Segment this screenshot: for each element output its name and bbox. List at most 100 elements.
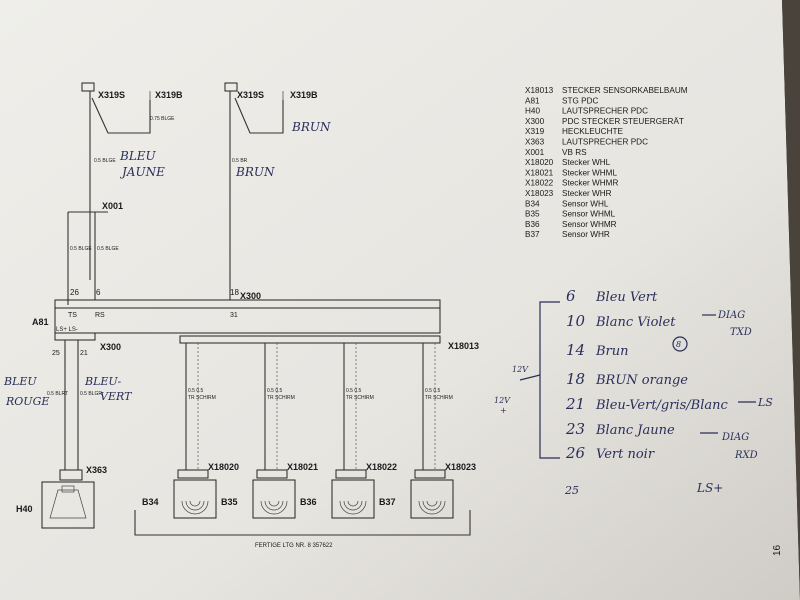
wire-05-blgr: 0.5 BLGR [80,391,102,397]
sensor-wave-icon [181,500,209,515]
ink-circle-mark [672,336,688,352]
legend-code: X18023 [525,189,554,198]
x300-bottom-label: X300 [100,342,121,352]
legend-code: X18013 [525,86,554,95]
note-ls-minus: LS [757,396,773,409]
legend-desc: VB RS [562,148,587,157]
legend-code: A81 [525,96,540,105]
fertige-label: FERTIGE LTG NR. 8 357622 [255,543,333,549]
x18013-label: X18013 [448,341,479,351]
legend-desc: PDC STECKER STEUERGERÄT [562,116,684,126]
sensor-label: B35 [221,497,238,507]
h40-label: H40 [16,504,33,514]
pin-description: BRUN orange [595,373,688,388]
legend: X18013 STECKER SENSORKABELBAUM A81 STG PDC H… [525,86,688,239]
a81-control-unit [54,307,441,334]
wire-05-blge-a: 0.5 BLGE [70,246,92,252]
note-plus: + [500,406,507,415]
speaker-icon [49,489,87,519]
legend-code: X300 [525,117,545,126]
paper-shadow-edge [782,0,800,600]
note-bleu-vert-2: VERT [100,390,133,403]
sensor-wave-icon [426,500,438,507]
x300-bottom-strip [54,332,96,341]
sensor-connector [177,469,209,479]
sensor-connector-label: X18023 [445,462,476,472]
connector-x319-right: X319S X319B [224,82,318,300]
legend-code: B34 [525,199,540,208]
pin-number: 26 [565,444,586,462]
note-diag-1: DIAG [717,310,745,321]
note-txd: TXD [730,327,752,338]
legend-code: B37 [525,230,540,239]
legend-desc: HECKLEUCHTE [562,127,624,136]
h40-speaker-box [41,481,95,529]
pin-25-label: 25 [52,350,60,357]
pin-description: Bleu-Vert/gris/Blanc [595,398,729,413]
pin-list-bracket [539,301,560,459]
legend-code: X18021 [525,168,554,177]
page-number: 16 [772,544,783,556]
connector-x319-left: X319S X319B 0.75 BLGE [81,82,183,280]
sensor-connector [335,469,367,479]
wire-075-blge: 0.75 BLGE [150,116,175,122]
pin-number: 10 [566,312,586,330]
legend-code: X18022 [525,179,554,188]
sensor-wave-icon [418,500,446,515]
x363-connector [59,469,83,481]
legend-desc: Stecker WHR [562,189,612,198]
sensor-wave-icon [260,500,288,515]
sensor-label: B34 [142,497,159,507]
legend-desc: Stecker WHL [562,158,611,167]
sensor-connector [414,469,446,479]
pin-number: 23 [565,420,585,438]
legend-code: X001 [525,148,545,157]
pin-description: Brun [595,344,629,359]
sensor-box [410,479,454,519]
legend-code: X319 [525,127,545,136]
pin-number: 21 [565,395,585,413]
legend-desc: Sensor WHR [562,230,610,239]
pin-number: 14 [566,341,585,359]
svg-text:8: 8 [676,340,681,349]
note-brun-top: BRUN [291,120,331,134]
sensor-wave-icon [422,500,442,511]
sensor-connector-label: X18020 [208,462,239,472]
note-bleu-vert-1: BLEU- [84,375,121,388]
note-ls-plus: LS+ [696,481,723,495]
note-12v-b: 12V [494,396,511,405]
x319s-right-label: X319S [237,90,264,100]
sensor-connector [256,469,288,479]
note-25: 25 [564,484,579,497]
pin-26-label: 26 [70,288,79,297]
legend-desc: Stecker WHML [562,168,617,177]
sensor-label: B36 [300,497,317,507]
sensor-wave-icon [185,500,205,511]
sensor-box [252,479,296,519]
legend-code: H40 [525,107,540,116]
legend-code: X363 [525,138,545,147]
legend-desc: LAUTSPRECHER PDC [562,138,648,147]
sensor-wave-icon [268,500,280,507]
wire-05-br: 0.5 BR [232,158,248,164]
x300-top-label: X300 [240,291,261,301]
sensor-label: B37 [379,497,396,507]
sensor-wave-icon [347,500,359,507]
legend-desc: STECKER SENSORKABELBAUM [562,86,688,95]
pin-21-label: 21 [80,350,88,357]
wire-05-blge-b: 0.5 BLGE [97,246,119,252]
note-12v: 12V [512,365,529,374]
sensor-wave-icon [264,500,284,511]
legend-code: B35 [525,210,540,219]
legend-desc: STG PDC [562,96,598,105]
pin-6-label: 6 [96,288,101,297]
